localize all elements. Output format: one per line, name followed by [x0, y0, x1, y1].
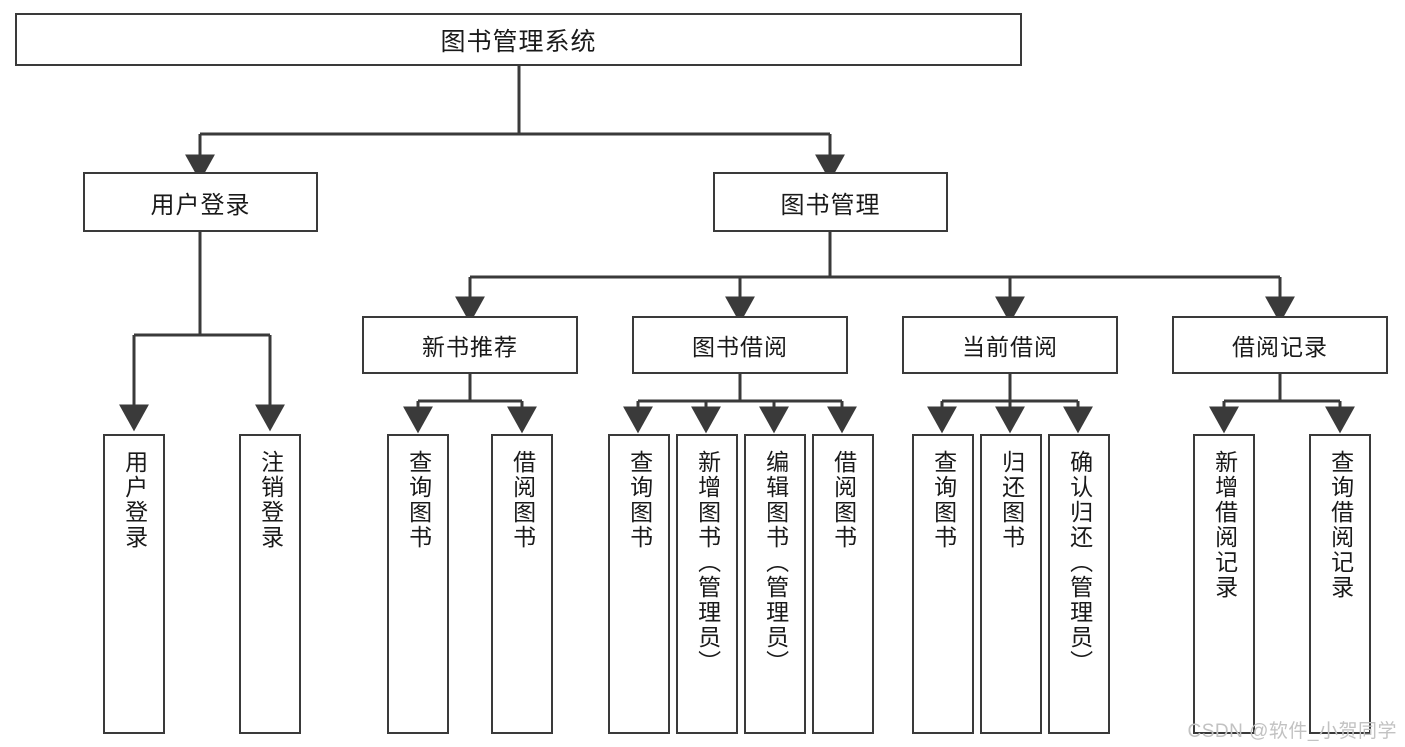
node-borrow-record-label: 借阅记录 [1232, 334, 1328, 360]
node-book-management-label: 图书管理 [780, 191, 881, 219]
leaf-current-borrow-return[interactable]: 归还图书 [980, 434, 1042, 734]
leaf-borrow-record-query[interactable]: 查询借阅记录 [1309, 434, 1371, 734]
leaf-label: 新增图书（管理员） [694, 450, 721, 675]
node-root-label: 图书管理系统 [440, 27, 597, 56]
leaf-user-login-logout[interactable]: 注销登录 [239, 434, 301, 734]
node-book-borrow[interactable]: 图书借阅 [632, 316, 848, 374]
watermark-text: CSDN @软件_小贺同学 [1187, 721, 1397, 742]
leaf-label: 查询图书 [930, 450, 957, 550]
leaf-new-book-query[interactable]: 查询图书 [387, 434, 449, 734]
leaf-book-borrow-borrow[interactable]: 借阅图书 [812, 434, 874, 734]
node-root[interactable]: 图书管理系统 [15, 13, 1022, 66]
leaf-label: 确认归还（管理员） [1066, 450, 1093, 675]
leaf-label: 查询图书 [626, 450, 653, 550]
node-user-login-label: 用户登录 [150, 191, 251, 219]
node-new-book-recommend[interactable]: 新书推荐 [362, 316, 578, 374]
leaf-label: 新增借阅记录 [1211, 450, 1238, 600]
node-current-borrow-label: 当前借阅 [962, 334, 1058, 360]
leaf-current-borrow-query[interactable]: 查询图书 [912, 434, 974, 734]
node-new-book-recommend-label: 新书推荐 [422, 334, 518, 360]
leaf-current-borrow-confirm-return[interactable]: 确认归还（管理员） [1048, 434, 1110, 734]
node-current-borrow[interactable]: 当前借阅 [902, 316, 1118, 374]
leaf-user-login-login[interactable]: 用户登录 [103, 434, 165, 734]
leaf-book-borrow-query[interactable]: 查询图书 [608, 434, 670, 734]
leaf-label: 注销登录 [257, 450, 284, 550]
leaf-book-borrow-add[interactable]: 新增图书（管理员） [676, 434, 738, 734]
leaf-book-borrow-edit[interactable]: 编辑图书（管理员） [744, 434, 806, 734]
node-book-management[interactable]: 图书管理 [713, 172, 948, 232]
node-borrow-record[interactable]: 借阅记录 [1172, 316, 1388, 374]
leaf-label: 用户登录 [121, 450, 148, 550]
node-book-borrow-label: 图书借阅 [692, 334, 788, 360]
leaf-label: 查询图书 [405, 450, 432, 550]
leaf-label: 查询借阅记录 [1327, 450, 1354, 600]
leaf-label: 归还图书 [998, 450, 1025, 550]
leaf-label: 编辑图书（管理员） [762, 450, 789, 675]
leaf-label: 借阅图书 [830, 450, 857, 550]
node-user-login[interactable]: 用户登录 [83, 172, 318, 232]
leaf-new-book-borrow[interactable]: 借阅图书 [491, 434, 553, 734]
leaf-borrow-record-add[interactable]: 新增借阅记录 [1193, 434, 1255, 734]
leaf-label: 借阅图书 [509, 450, 536, 550]
